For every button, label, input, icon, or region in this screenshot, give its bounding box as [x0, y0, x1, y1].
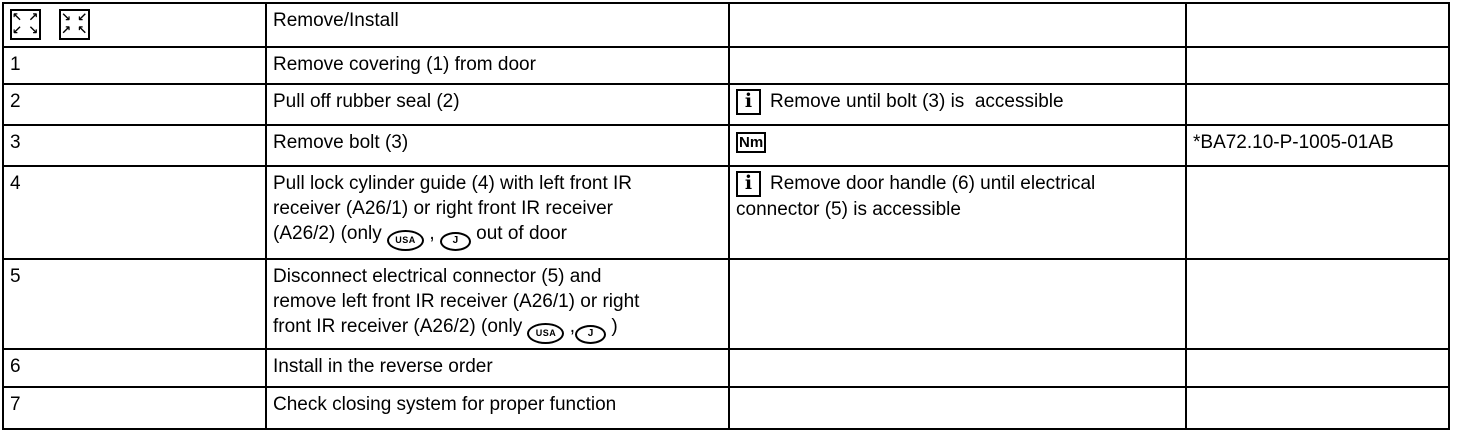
reference-cell: [1185, 83, 1450, 126]
cell-text: Install in the reverse order: [273, 356, 493, 377]
installing-arrows-icon: ↘ ↙↗ ↖: [59, 9, 90, 40]
reference-link[interactable]: *BA72.10-P-1005-01AB: [1193, 132, 1394, 153]
step-number-cell: 2: [2, 83, 267, 126]
note-cell: Nm: [728, 124, 1187, 167]
step-number-cell: 7: [2, 386, 267, 430]
table-row: 2 Pull off rubber seal (2) i Remove until b…: [2, 83, 1450, 126]
cell-text: Remove until bolt (3) is accessible: [770, 91, 1064, 112]
description-cell: Pull lock cylinder guide (4) with left f…: [265, 165, 730, 260]
page-title: Remove/Install: [273, 10, 399, 31]
cell-text: out of door: [470, 223, 568, 244]
description-cell: Pull off rubber seal (2): [265, 83, 730, 126]
cell-text: ): [606, 316, 618, 337]
cell-text: Check closing system for proper function: [273, 394, 617, 415]
description-cell: Remove bolt (3): [265, 124, 730, 167]
cell-text: Remove covering (1) from door: [273, 54, 536, 75]
country-badge-j-icon: J: [575, 325, 607, 344]
info-icon: i: [736, 89, 761, 115]
cell-text: Pull lock cylinder guide (4) with left f…: [273, 173, 633, 244]
cell-text: ,: [424, 223, 440, 244]
note-cell: [728, 386, 1187, 430]
description-cell: Remove covering (1) from door: [265, 46, 730, 85]
description-cell: Install in the reverse order: [265, 348, 730, 388]
cell-text: ,: [564, 316, 576, 337]
country-badge-j-icon: J: [439, 232, 471, 251]
table-row: 7 Check closing system for proper functio…: [2, 386, 1450, 430]
table-row: 6 Install in the reverse order: [2, 348, 1450, 388]
country-badge-usa-icon: USA: [387, 230, 425, 251]
description-cell: Check closing system for proper function: [265, 386, 730, 430]
cell-text: Disconnect electrical connector (5) and …: [273, 266, 640, 337]
step-number-cell: 6: [2, 348, 267, 388]
reference-cell: *BA72.10-P-1005-01AB: [1185, 124, 1450, 167]
info-icon: i: [736, 171, 761, 197]
removing-arrows-icon: ↖ ↗↙ ↘: [10, 9, 41, 40]
note-cell: [728, 258, 1187, 350]
note-cell: i Remove until bolt (3) is accessible: [728, 83, 1187, 126]
note-cell: [728, 46, 1187, 85]
reference-cell: [1185, 258, 1450, 350]
country-badge-usa-icon: USA: [527, 323, 565, 344]
step-number-cell: 5: [2, 258, 267, 350]
header-title-cell: Remove/Install: [265, 2, 730, 48]
note-cell: [728, 348, 1187, 388]
header-row: ↖ ↗↙ ↘ ↘ ↙↗ ↖ Remove/Install: [2, 2, 1450, 48]
reference-cell: [1185, 165, 1450, 260]
reference-cell: [1185, 386, 1450, 430]
cell-text: Pull off rubber seal (2): [273, 91, 460, 112]
arrow-glyph-row: ↖ ↗: [12, 10, 40, 24]
cell-text: Remove bolt (3): [273, 132, 409, 153]
reference-cell: [1185, 348, 1450, 388]
table-row: 1 Remove covering (1) from door: [2, 46, 1450, 85]
header-note-cell: [728, 2, 1187, 48]
arrow-glyph-row: ↘ ↙: [61, 10, 89, 24]
arrow-glyph-row: ↙ ↘: [12, 23, 40, 37]
header-ref-cell: [1185, 2, 1450, 48]
arrow-glyph-row: ↗ ↖: [61, 23, 89, 37]
table-row: 3 Remove bolt (3) Nm *BA72.10-P-1005-01AB: [2, 124, 1450, 167]
step-number-cell: 3: [2, 124, 267, 167]
step-number-cell: 4: [2, 165, 267, 260]
nm-torque-icon: Nm: [736, 132, 767, 153]
description-cell: Disconnect electrical connector (5) and …: [265, 258, 730, 350]
cell-text: Remove door handle (6) until electrical …: [736, 173, 1096, 220]
reference-cell: [1185, 46, 1450, 85]
procedure-table: ↖ ↗↙ ↘ ↘ ↙↗ ↖ Remove/Install 1 Remove cove…: [2, 2, 1450, 430]
header-icons-cell: ↖ ↗↙ ↘ ↘ ↙↗ ↖: [2, 2, 267, 48]
step-number-cell: 1: [2, 46, 267, 85]
procedure-rows: ↖ ↗↙ ↘ ↘ ↙↗ ↖ Remove/Install 1 Remove cove…: [2, 2, 1450, 430]
